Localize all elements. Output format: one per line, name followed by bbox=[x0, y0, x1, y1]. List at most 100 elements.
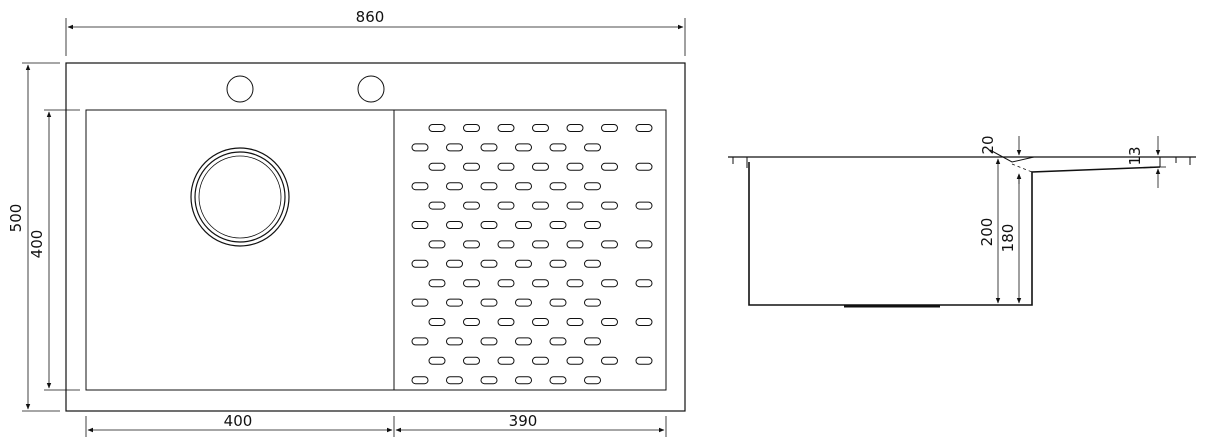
drainer-slot bbox=[428, 162, 446, 171]
drainer-slot bbox=[566, 356, 584, 365]
drainer-slot bbox=[411, 298, 429, 307]
drainer-slot bbox=[463, 201, 480, 210]
drainer-slot bbox=[532, 356, 549, 365]
drainer-slot bbox=[635, 162, 653, 171]
drainer-slot bbox=[463, 356, 480, 365]
dimension-overall-depth: 500 bbox=[7, 62, 60, 412]
drainer-slot bbox=[601, 356, 618, 365]
drainer-slot bbox=[584, 337, 601, 346]
drainer-slot bbox=[515, 337, 532, 346]
drainer-slot bbox=[549, 259, 567, 268]
drainer-slot bbox=[463, 318, 480, 326]
side-section-view: 200 180 20 13 bbox=[728, 135, 1196, 308]
drainer-slot bbox=[463, 124, 480, 132]
dimension-drainer-step: 13 bbox=[1126, 136, 1166, 188]
drainer-slot bbox=[411, 182, 429, 191]
drainer-slot bbox=[446, 221, 463, 229]
drainer-step-label: 13 bbox=[1126, 146, 1144, 165]
drain-icon bbox=[190, 147, 290, 247]
dimension-bottom-widths: 400 390 bbox=[85, 412, 667, 437]
drainer-slot bbox=[635, 124, 653, 132]
drainer-slot bbox=[480, 376, 498, 385]
drainer-slot bbox=[601, 240, 618, 249]
bowl-height-label: 200 bbox=[978, 218, 996, 247]
inner-height-label: 180 bbox=[999, 224, 1017, 253]
drainer-slot bbox=[446, 143, 463, 152]
top-view: 860 500 400 400 390 bbox=[7, 8, 686, 437]
drainer-slot bbox=[497, 124, 515, 132]
sink-outline bbox=[65, 62, 686, 412]
drainer-slot bbox=[411, 259, 429, 268]
drainer-slot bbox=[584, 221, 601, 229]
drainer-slot bbox=[463, 279, 480, 288]
drainer-slot bbox=[446, 182, 463, 191]
drainer-slot bbox=[566, 279, 584, 288]
drainer-slot bbox=[635, 318, 653, 326]
drainer-slot bbox=[566, 124, 584, 132]
drainer-slot bbox=[601, 162, 618, 171]
drainer-slot bbox=[549, 298, 567, 307]
drainer-slot bbox=[515, 376, 532, 385]
drainer-slot bbox=[463, 162, 480, 171]
drainer-slot bbox=[549, 182, 567, 191]
rim-offset-label: 20 bbox=[979, 135, 997, 154]
drainer-slot bbox=[480, 182, 498, 191]
drainer-slot bbox=[411, 143, 429, 152]
drainer-slot bbox=[566, 201, 584, 210]
drainer-slot bbox=[549, 221, 567, 229]
drainer-slot bbox=[497, 240, 515, 249]
bowl-depth-label: 400 bbox=[28, 230, 46, 259]
drainer-slot bbox=[428, 356, 446, 365]
overall-width-label: 860 bbox=[356, 8, 385, 26]
bowl-section bbox=[748, 162, 1161, 306]
drainer-slot bbox=[480, 337, 498, 346]
drainer-slot bbox=[497, 356, 515, 365]
drainer-slot bbox=[411, 376, 429, 385]
drainer-slot bbox=[601, 124, 618, 132]
drainer-slot bbox=[480, 221, 498, 229]
drainer-slot bbox=[446, 298, 463, 307]
tap-hole-right bbox=[357, 75, 385, 103]
drainer-slot bbox=[428, 201, 446, 210]
drainer-slot bbox=[635, 240, 653, 249]
dimension-bowl-depth: 400 bbox=[28, 109, 80, 391]
drainer-width-label: 390 bbox=[509, 412, 538, 430]
drainer-slot bbox=[566, 318, 584, 326]
overall-depth-label: 500 bbox=[7, 204, 25, 233]
drainer-slot bbox=[532, 124, 549, 132]
drainer-slot bbox=[463, 240, 480, 249]
drainer-slot bbox=[601, 279, 618, 288]
drainer-slot bbox=[515, 259, 532, 268]
drainer-slot bbox=[635, 201, 653, 210]
drainer-slot bbox=[584, 143, 601, 152]
drainer-slot bbox=[446, 337, 463, 346]
drainer-slot bbox=[515, 143, 532, 152]
drainer-slot bbox=[635, 356, 653, 365]
dimension-overall-width: 860 bbox=[65, 8, 686, 56]
dimension-inner-height: 180 bbox=[999, 173, 1022, 304]
drainer-slot bbox=[515, 221, 532, 229]
drainer-slot bbox=[515, 182, 532, 191]
drainer-slot bbox=[549, 376, 567, 385]
drainer-slot bbox=[584, 376, 601, 385]
drainer-slot bbox=[480, 259, 498, 268]
drainer-slot bbox=[480, 143, 498, 152]
drainer-slot bbox=[532, 318, 549, 326]
drainer-slot bbox=[566, 162, 584, 171]
drainer-slot bbox=[601, 318, 618, 326]
drainer-slot bbox=[411, 221, 429, 229]
drainer-slot bbox=[532, 201, 549, 210]
drainer-slot bbox=[428, 279, 446, 288]
drainer-slot bbox=[532, 240, 549, 249]
dimension-rim-offset: 20 bbox=[979, 135, 1022, 184]
tap-hole-left bbox=[226, 75, 254, 103]
drainer-slot bbox=[480, 298, 498, 307]
drainer-slot bbox=[584, 259, 601, 268]
drainer-slots bbox=[411, 124, 653, 385]
drainer-slot bbox=[584, 298, 601, 307]
drainer-outline bbox=[393, 109, 667, 391]
drainer-slot bbox=[566, 240, 584, 249]
bowl-width-label: 400 bbox=[224, 412, 253, 430]
drainer-slot bbox=[532, 162, 549, 171]
